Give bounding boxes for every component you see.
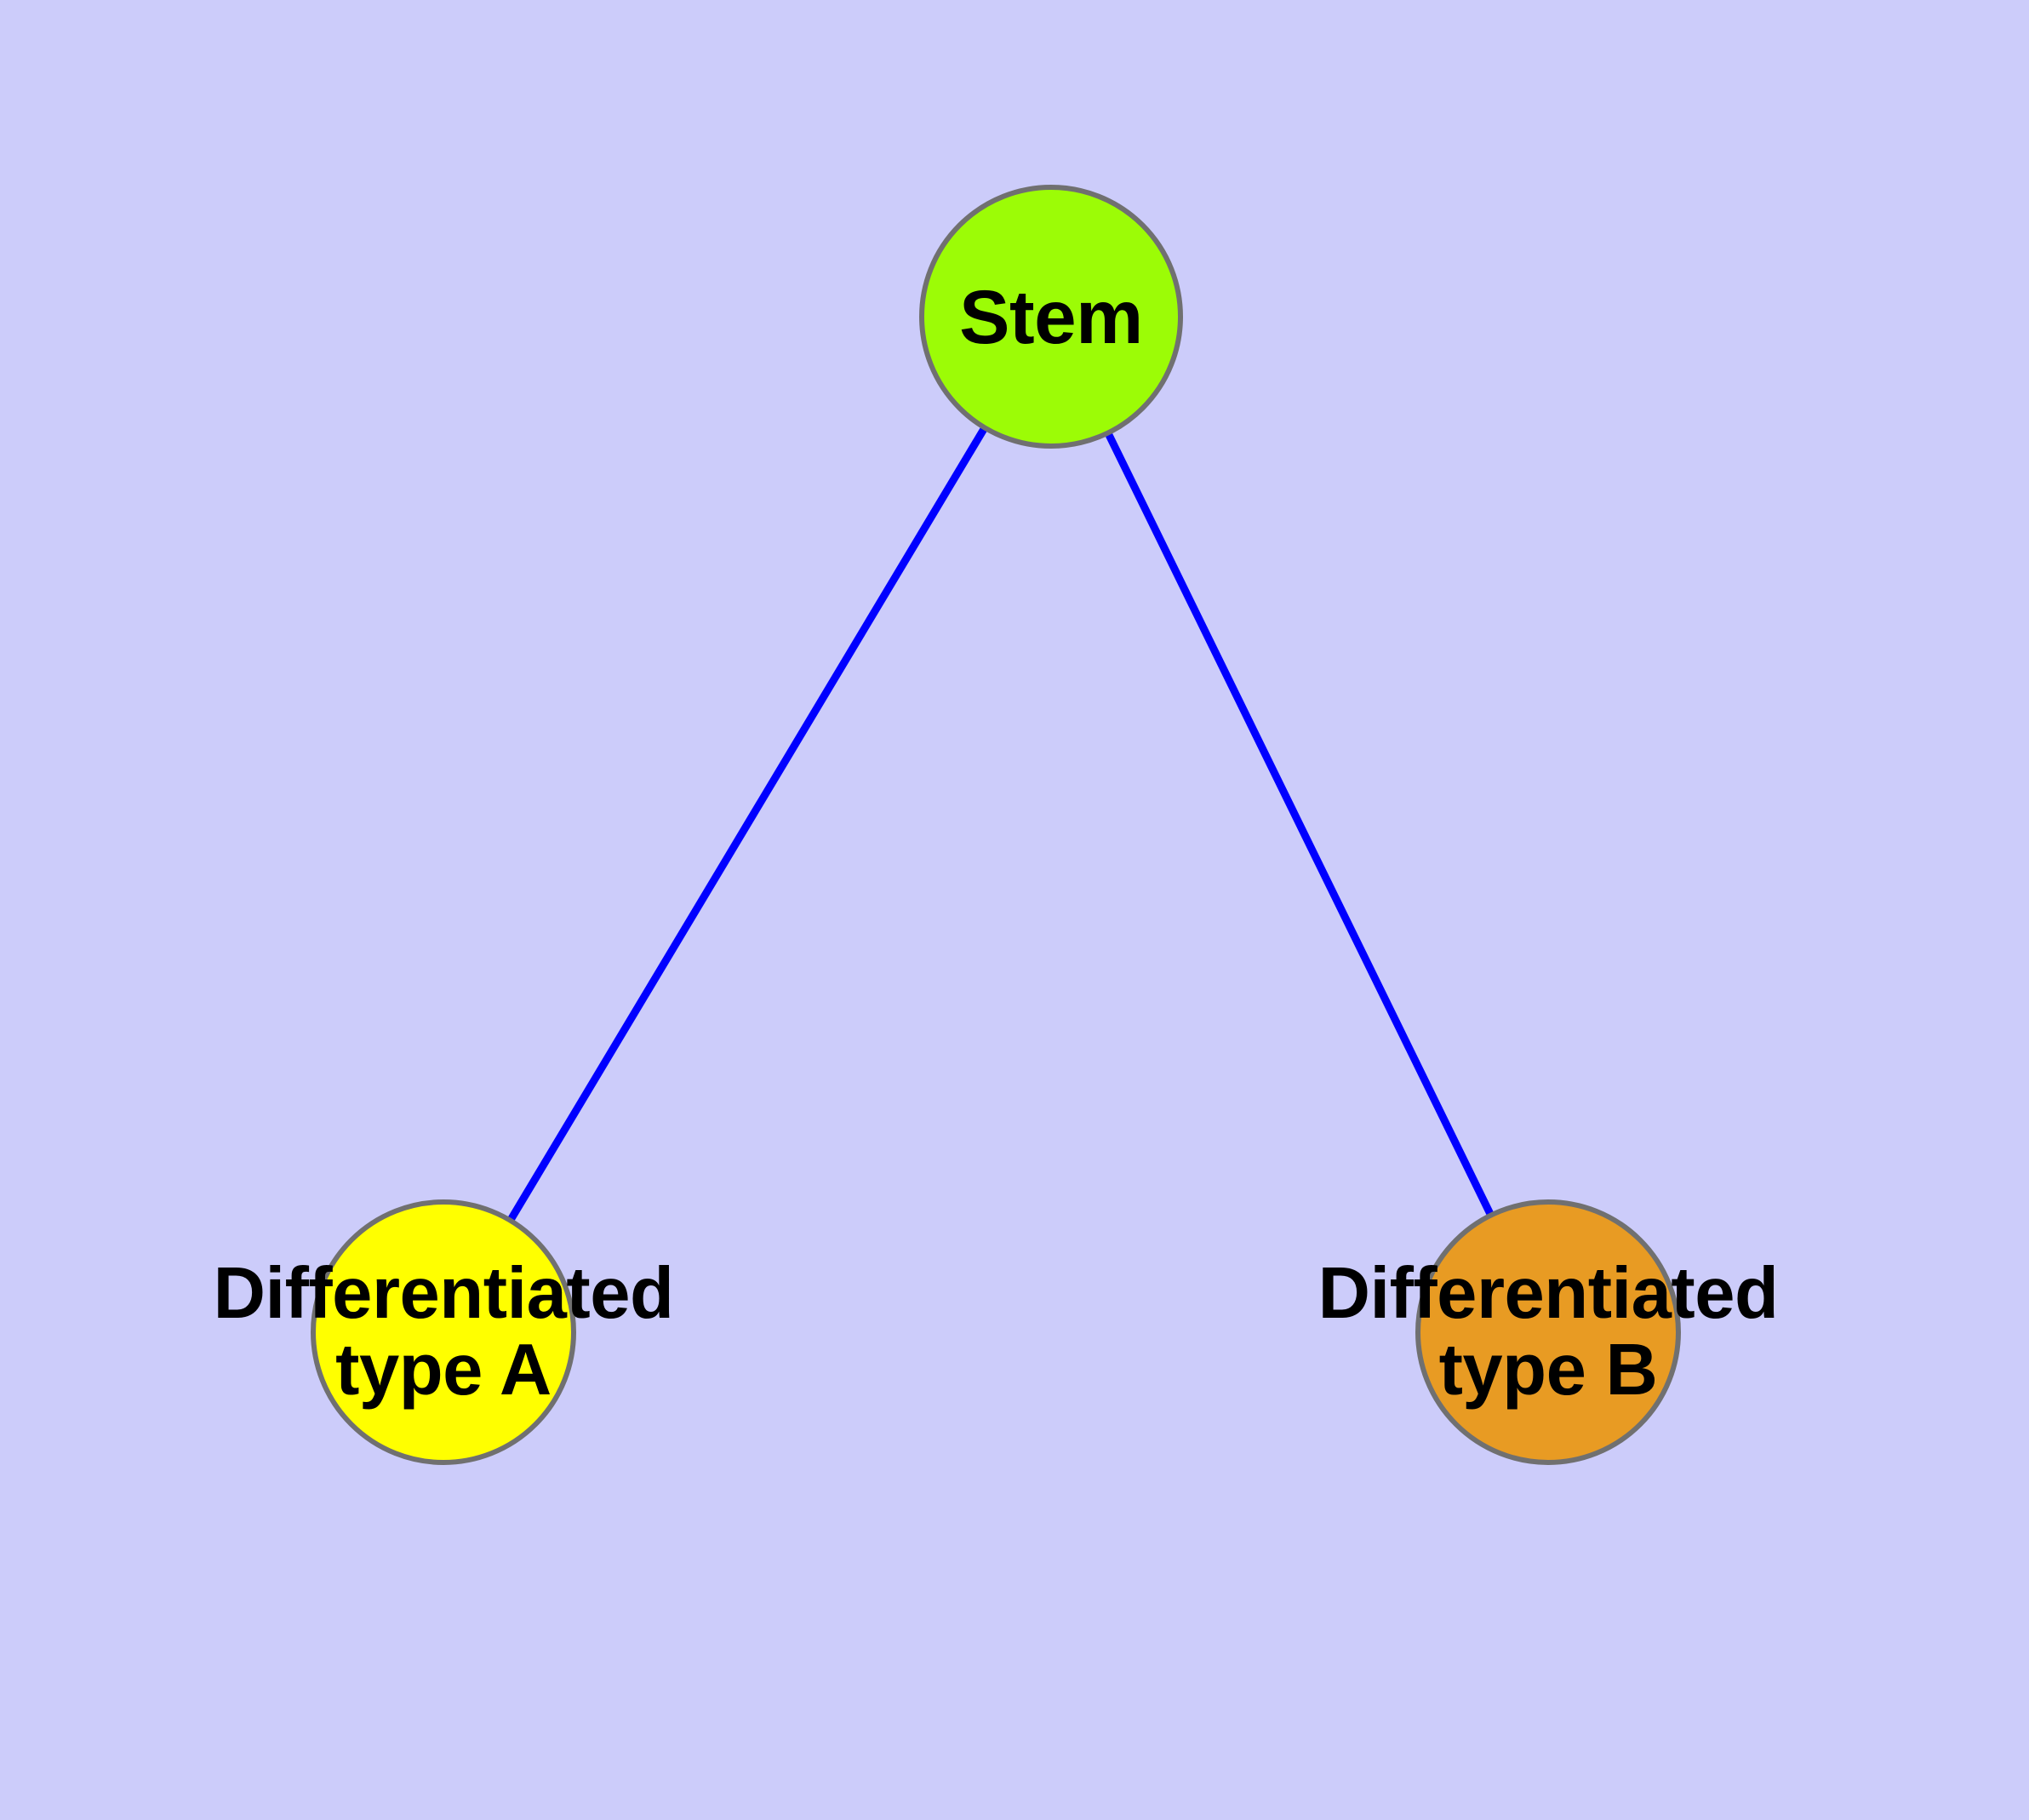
graph-node-diff_b[interactable]	[1415, 1199, 1681, 1465]
graph-edge-stem-diff_b[interactable]	[1105, 432, 1494, 1216]
node-layer	[311, 185, 1681, 1465]
graph-node-stem[interactable]	[919, 185, 1183, 449]
graph-node-diff_a[interactable]	[311, 1199, 576, 1465]
graph-edge-stem-diff_a[interactable]	[507, 426, 987, 1222]
edge-layer	[507, 426, 1494, 1222]
